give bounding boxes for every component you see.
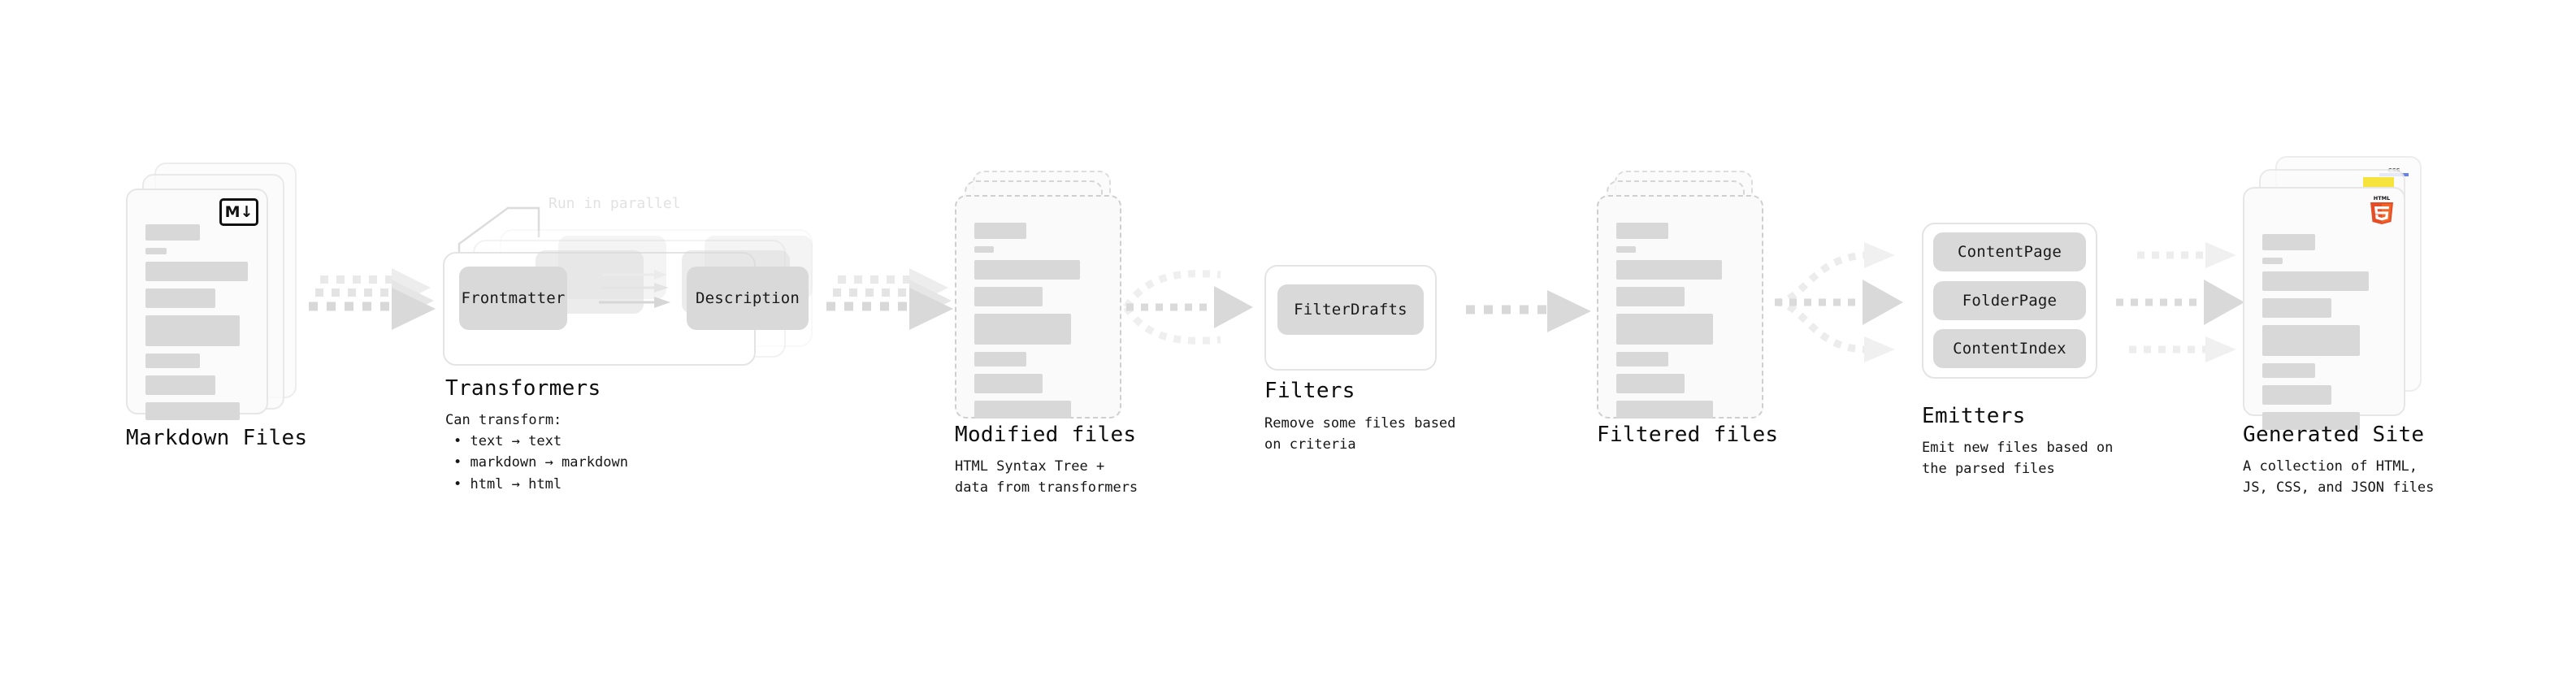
emitters-title: Emitters	[1922, 404, 2026, 428]
emitter-pill-folderpage[interactable]: FolderPage	[1933, 281, 2086, 320]
modified-card-front	[955, 195, 1121, 419]
modified-files-stack	[955, 171, 1125, 419]
filtered-files-stack	[1597, 171, 1772, 419]
markdown-files-title: Markdown Files	[126, 426, 308, 450]
generated-site-title: Generated Site	[2243, 423, 2425, 447]
site-card-front: HTML	[2243, 187, 2405, 430]
generated-site-subtitle: A collection of HTML, JS, CSS, and JSON …	[2243, 458, 2435, 497]
transformers-bullet-1: • markdown → markdown	[453, 454, 628, 471]
modified-placeholder-lines	[974, 223, 1104, 426]
markdown-icon: M↓	[219, 198, 258, 226]
filter-pill-filterdrafts[interactable]: FilterDrafts	[1277, 284, 1424, 335]
filtered-placeholder-lines	[1616, 223, 1746, 426]
transformer-pill-description[interactable]: Description	[687, 267, 809, 330]
transformers-subtitle: Can transform:	[445, 412, 562, 428]
generated-site-stack: CSS HTML	[2243, 156, 2422, 430]
html5-icon: HTML	[2368, 193, 2396, 224]
filters-title: Filters	[1264, 379, 1355, 403]
modified-files-title: Modified files	[955, 423, 1137, 447]
markdown-files-stack: M↓	[126, 163, 297, 420]
transformer-pill-frontmatter[interactable]: Frontmatter	[459, 267, 567, 330]
emitter-pill-contentindex[interactable]: ContentIndex	[1933, 329, 2086, 368]
filtered-card-front	[1597, 195, 1763, 419]
transformers-title: Transformers	[445, 376, 601, 401]
arrow-filters-to-filtered	[1463, 288, 1593, 350]
arrow-filtered-to-emitters	[1772, 237, 1922, 371]
svg-text:HTML: HTML	[2374, 195, 2390, 202]
site-placeholder-lines	[2262, 234, 2387, 437]
filters-subtitle: Remove some files based on criteria	[1264, 415, 1456, 453]
markdown-card-front: M↓	[126, 189, 268, 420]
transformers-bullets: • text → text • markdown → markdown • ht…	[453, 431, 628, 495]
emitter-pill-contentpage[interactable]: ContentPage	[1933, 232, 2086, 271]
arrow-transformers-to-modified	[825, 268, 955, 349]
modified-files-subtitle: HTML Syntax Tree + data from transformer…	[955, 458, 1138, 497]
transformers-bullet-2: • html → html	[453, 475, 562, 492]
transformers-bullet-0: • text → text	[453, 433, 562, 449]
run-in-parallel-note: Run in parallel	[549, 195, 681, 212]
arrow-modified-to-filters	[1123, 265, 1261, 354]
transformer-inner-arrows	[599, 270, 670, 308]
filtered-files-title: Filtered files	[1597, 423, 1779, 447]
arrow-markdown-to-transformers	[307, 268, 437, 349]
emitters-subtitle: Emit new files based on the parsed files	[1922, 440, 2114, 478]
arrow-emitters-to-site	[2113, 237, 2255, 371]
markdown-placeholder-lines	[145, 224, 250, 427]
